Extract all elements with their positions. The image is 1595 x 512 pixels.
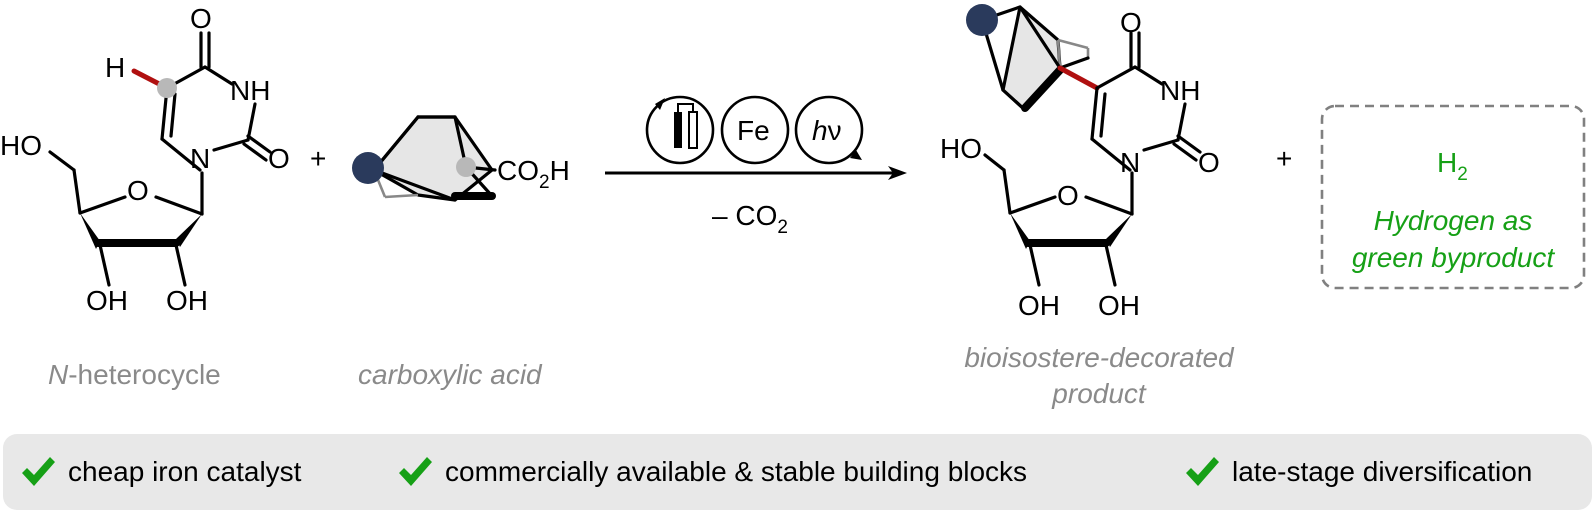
- feature-item: cheap iron catalyst: [20, 452, 301, 492]
- reaction-conditions: [605, 95, 907, 180]
- atom-label: NH: [1160, 75, 1200, 106]
- atom-label: OH: [86, 285, 128, 316]
- caption-carboxylic-acid: carboxylic acid: [358, 359, 543, 390]
- atom-label: N: [190, 143, 210, 174]
- atom-label: HO: [940, 133, 982, 164]
- product-labels: O NH O N HO O OH OH: [940, 7, 1220, 321]
- byproduct-note-line2: green byproduct: [1352, 242, 1556, 273]
- atom-label: NH: [230, 75, 270, 106]
- plus-sign: +: [1276, 143, 1292, 174]
- reactant-uridine: [48, 31, 272, 287]
- feature-label: commercially available & stable building…: [445, 456, 1028, 487]
- product-structure: [966, 4, 1202, 287]
- byproduct-note-line1: Hydrogen as: [1374, 205, 1533, 236]
- atom-label: O: [1198, 147, 1220, 178]
- caption-product-line2: product: [1051, 378, 1147, 409]
- atom-label: OH: [1018, 290, 1060, 321]
- features-band: [3, 434, 1592, 510]
- h2-formula: H2: [1437, 147, 1468, 185]
- atom-label: O: [127, 175, 149, 206]
- atom-label: O: [1120, 7, 1142, 38]
- checkmark-icon: [399, 457, 432, 486]
- carboxyl-group-label: CO2H: [497, 155, 570, 193]
- plus-sign: +: [310, 143, 326, 174]
- atom-label: HO: [0, 130, 42, 161]
- feature-item: commercially available & stable building…: [397, 452, 1027, 492]
- atom-label: N: [1120, 147, 1140, 178]
- feature-label: late-stage diversification: [1232, 456, 1533, 487]
- atom-label: O: [268, 143, 290, 174]
- atom-label: H: [105, 52, 125, 83]
- electrode-icon: [674, 112, 682, 148]
- checkmark-icon: [1186, 457, 1219, 486]
- feature-item: late-stage diversification: [1184, 452, 1532, 492]
- caption-italic-part: N: [48, 359, 69, 390]
- byproduct-box: [1320, 104, 1586, 290]
- caption-plain-part: -heterocycle: [68, 359, 221, 390]
- catalyst-label: Fe: [737, 115, 770, 146]
- caption-product-line1: bioisostere-decorated: [964, 342, 1235, 373]
- reactant-uridine-labels: H O NH O N HO O OH OH: [0, 3, 290, 316]
- checkmark-icon: [22, 457, 55, 486]
- decarboxylation-label: – CO2: [712, 200, 788, 238]
- feature-label: cheap iron catalyst: [68, 456, 302, 487]
- light-label: hν: [812, 115, 842, 146]
- atom-label: OH: [1098, 290, 1140, 321]
- atom-label: O: [1057, 180, 1079, 211]
- reactant-bicyclic-acid: [352, 115, 497, 202]
- atom-label: O: [190, 3, 212, 34]
- caption-n-heterocycle: N-heterocycle: [48, 359, 221, 390]
- atom-label: OH: [166, 285, 208, 316]
